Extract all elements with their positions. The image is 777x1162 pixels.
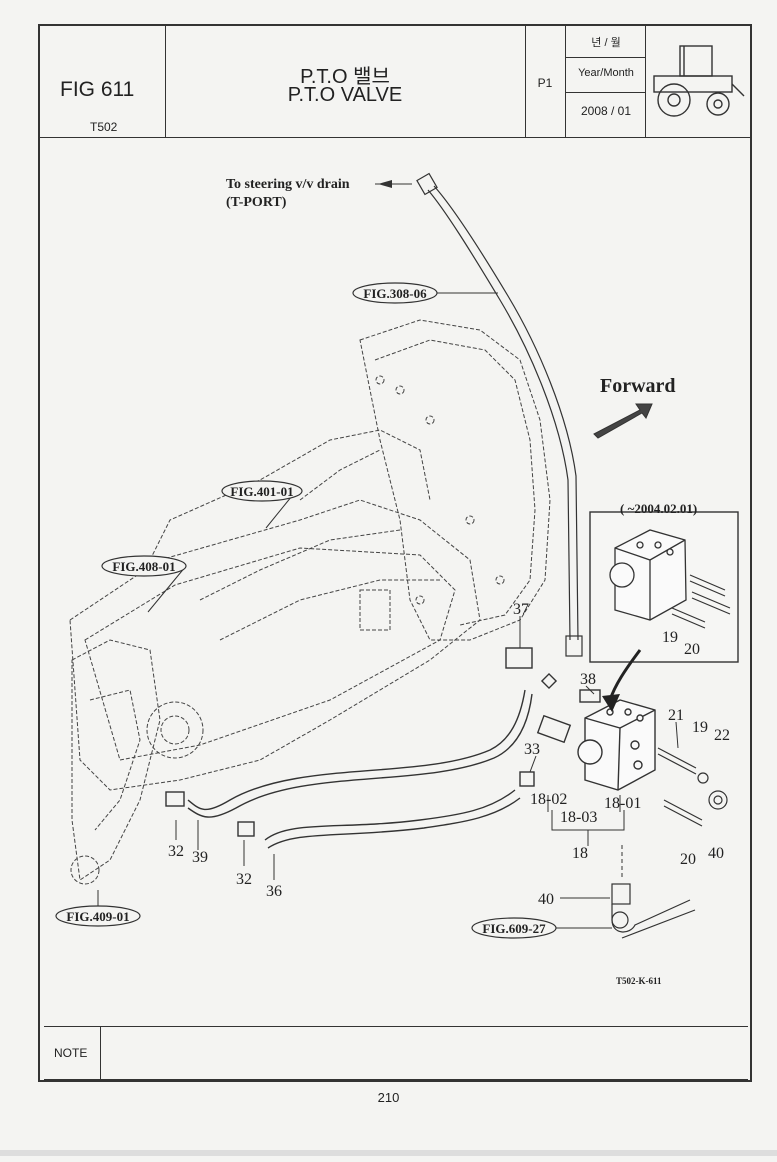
part-37: 37: [513, 601, 529, 618]
note-label: NOTE: [54, 1046, 88, 1060]
fig-number: FIG 611: [60, 78, 135, 101]
year-month-korean: 년 / 월: [591, 37, 621, 49]
fig-ref-609-27: FIG.609-27: [482, 921, 546, 936]
year-month-english: Year/Month: [578, 67, 634, 79]
note-t-port: (T-PORT): [226, 195, 287, 210]
fig-ref-308-06: FIG.308-06: [363, 286, 427, 301]
inset-part-20: 20: [684, 641, 700, 658]
date-divider-2: [566, 92, 646, 93]
header-date-cell: [566, 26, 646, 138]
date-divider-1: [566, 57, 646, 58]
part-18-02: 18-02: [530, 791, 567, 808]
part-40-lower: 40: [538, 891, 554, 908]
scan-strip: [0, 1150, 777, 1156]
header-fig-cell: [40, 26, 166, 138]
part-36: 36: [266, 883, 282, 900]
forward-label: Forward: [600, 375, 676, 397]
header-divider: [40, 137, 750, 138]
variant-label: ( ~2004.02.01): [620, 501, 697, 516]
note-steering-drain: To steering v/v drain: [226, 177, 350, 192]
note-row: [44, 1026, 748, 1080]
fig-ref-409-01: FIG.409-01: [66, 909, 129, 924]
part-20: 20: [680, 851, 696, 868]
part-40: 40: [708, 845, 724, 862]
title-korean: P.T.O 밸브: [300, 66, 390, 88]
fig-ref-408-01: FIG.408-01: [112, 559, 175, 574]
title-english: P.T.O VALVE: [287, 84, 403, 106]
model-code: T502: [90, 120, 118, 134]
part-38: 38: [580, 671, 596, 688]
part-32: 32: [168, 843, 184, 860]
part-18-03: 18-03: [560, 809, 597, 826]
part-39: 39: [192, 849, 208, 866]
note-divider: [100, 1026, 101, 1080]
part-32-lower: 32: [236, 871, 252, 888]
part-18: 18: [572, 845, 588, 862]
year-month-value: 2008 / 01: [580, 104, 632, 118]
page-frame: FIG 611 T502 P.T.O 밸브 P.T.O VALVE P1 년 /…: [38, 24, 752, 1082]
page-number: 210: [377, 1090, 400, 1105]
fig-ref-401-01: FIG.401-01: [230, 484, 293, 499]
tractor-icon: [653, 45, 745, 117]
part-19: 19: [692, 719, 708, 736]
part-18-01: 18-01: [604, 795, 641, 812]
page-code: P1: [537, 76, 553, 90]
header-title-cell: [166, 26, 526, 138]
drawing-code: T502-K-611: [616, 976, 662, 986]
part-33: 33: [524, 741, 540, 758]
inset-part-19: 19: [662, 629, 678, 646]
part-21: 21: [668, 707, 684, 724]
header-page-cell: [526, 26, 566, 138]
part-22: 22: [714, 727, 730, 744]
